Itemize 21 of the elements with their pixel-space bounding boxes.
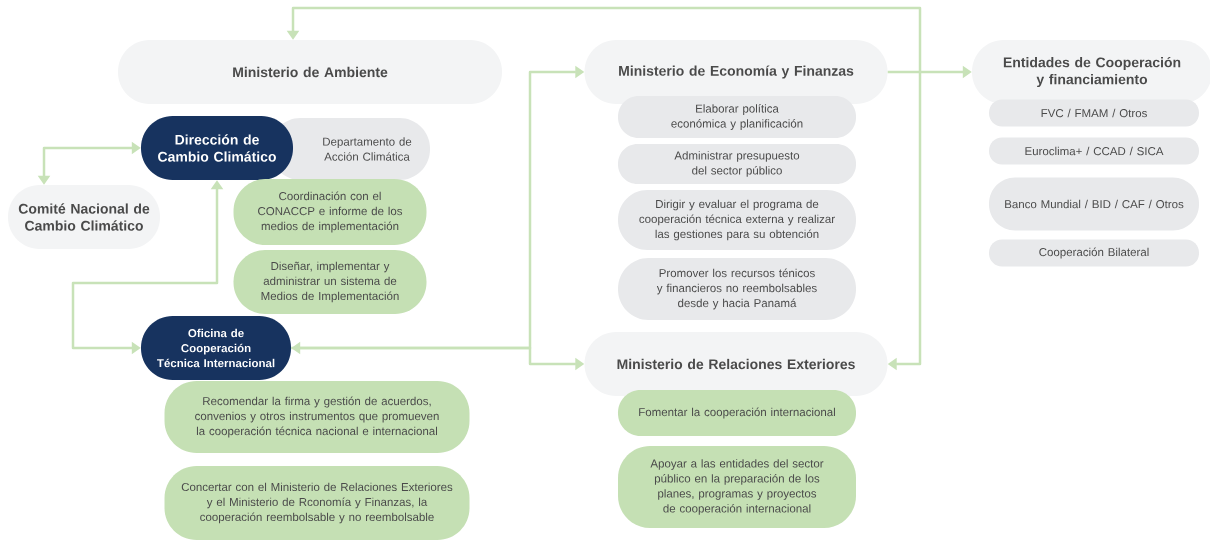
function-box: Euroclima+ / CCAD / SICA <box>989 137 1199 165</box>
heading-band: Ministerio de Relaciones Exteriores <box>584 332 888 396</box>
function-box: Concertar con el Ministerio de Relaciones Exteriores y el Ministerio de Rconomía y Finanzas, la cooperación reembolsable y no reembolsable <box>164 466 470 540</box>
function-box: Elaborar política económica y planificación <box>618 96 856 138</box>
heading-band: Ministerio de Ambiente <box>118 40 502 104</box>
committee-box: Comité Nacional de Cambio Climático <box>8 185 160 249</box>
function-box: Fomentar la cooperación internacional <box>618 390 856 436</box>
function-box: Dirigir y evaluar el programa de cooperación técnica externa y realizar las gestiones para su obtención <box>618 190 856 250</box>
unit-pill: Oficina de Cooperación Técnica Internacional <box>141 316 291 380</box>
function-box: Diseñar, implementar y administrar un sistema de Medios de Implementación <box>233 250 427 314</box>
function-box: Cooperación Bilateral <box>989 239 1199 267</box>
heading-band: Ministerio de Economía y Finanzas <box>584 40 888 104</box>
function-box: Administrar presupuesto del sector público <box>618 144 856 184</box>
function-box: Recomendar la firma y gestión de acuerdos, convenios y otros instrumentos que promueven la cooperación técnica nacional e internacional <box>164 381 470 453</box>
heading-band: Entidades de Cooperación y financiamiento <box>972 40 1210 104</box>
function-box: Apoyar a las entidades del sector público en la preparación de los planes, programas y proyectos de cooperación internacional <box>618 446 856 528</box>
function-box: Promover los recursos ténicos y financieros no reembolsables desde y hacia Panamá <box>618 258 856 320</box>
unit-pill: Dirección de Cambio Climático <box>141 116 293 180</box>
function-box: FVC / FMAM / Otros <box>989 99 1199 127</box>
function-box: Banco Mundial / BID / CAF / Otros <box>989 177 1199 231</box>
function-box: Coordinación con el CONACCP e informe de los medios de implementación <box>233 179 427 245</box>
